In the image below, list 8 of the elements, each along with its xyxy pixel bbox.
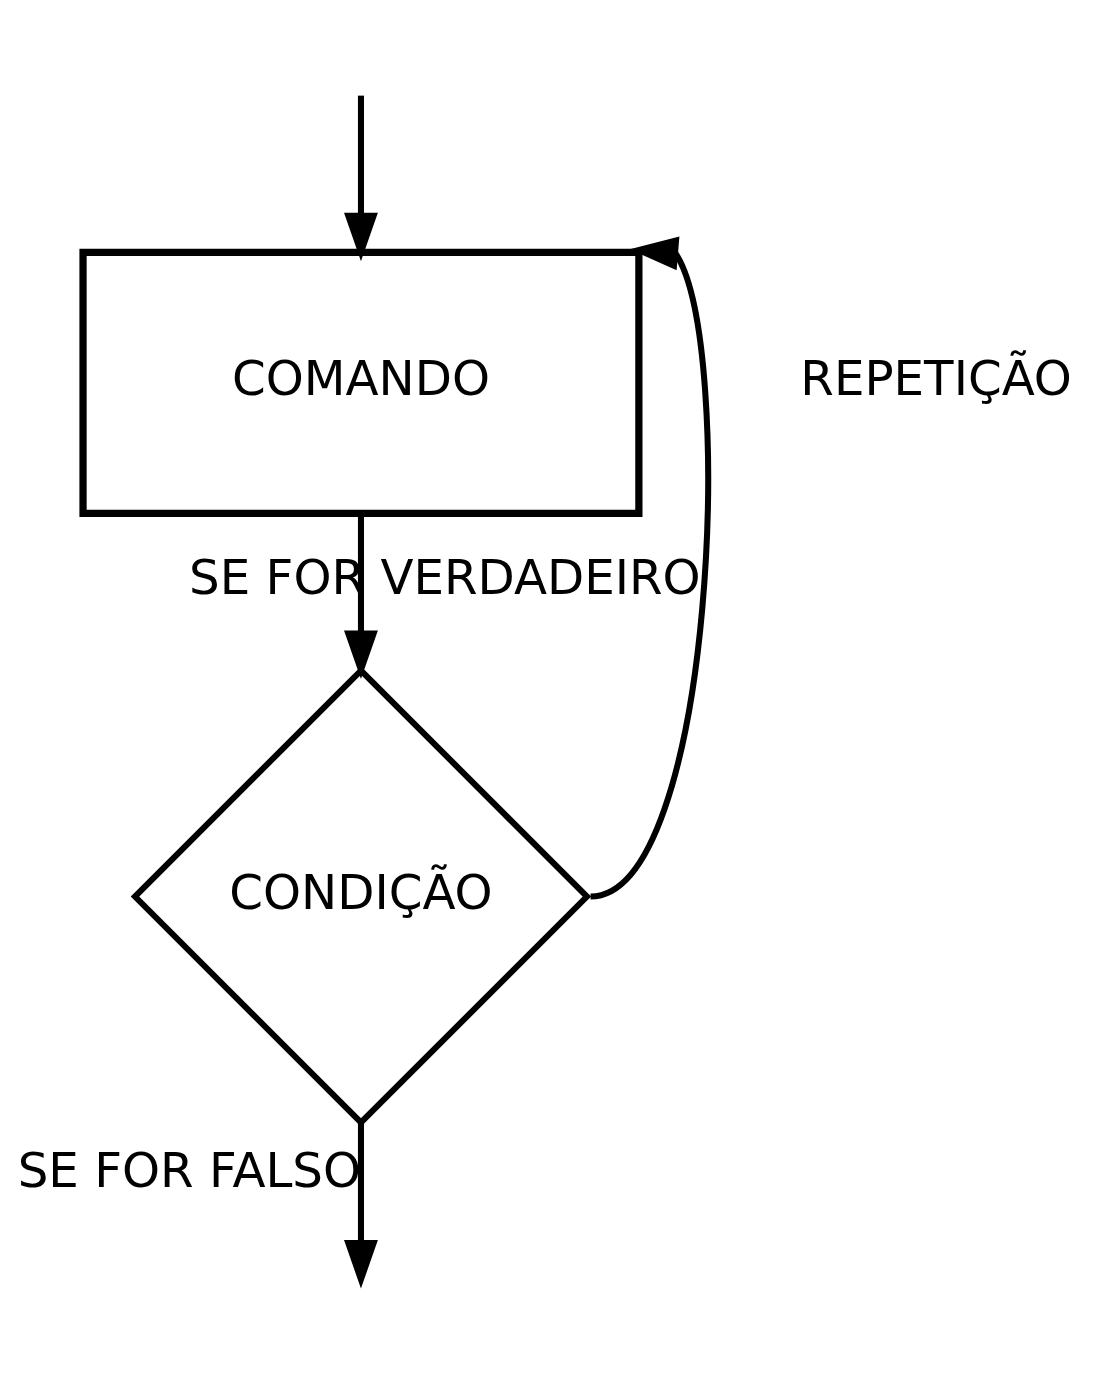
edge-label: SE FOR FALSO (17, 1141, 362, 1198)
label: REPETIÇÃO (800, 349, 1072, 406)
arrow (344, 513, 378, 679)
arrow (589, 235, 711, 899)
arrow (344, 95, 378, 261)
edge-label: SE FOR VERDADEIRO (189, 548, 701, 605)
arrow (344, 1122, 378, 1289)
node-box: COMANDO (79, 248, 643, 517)
